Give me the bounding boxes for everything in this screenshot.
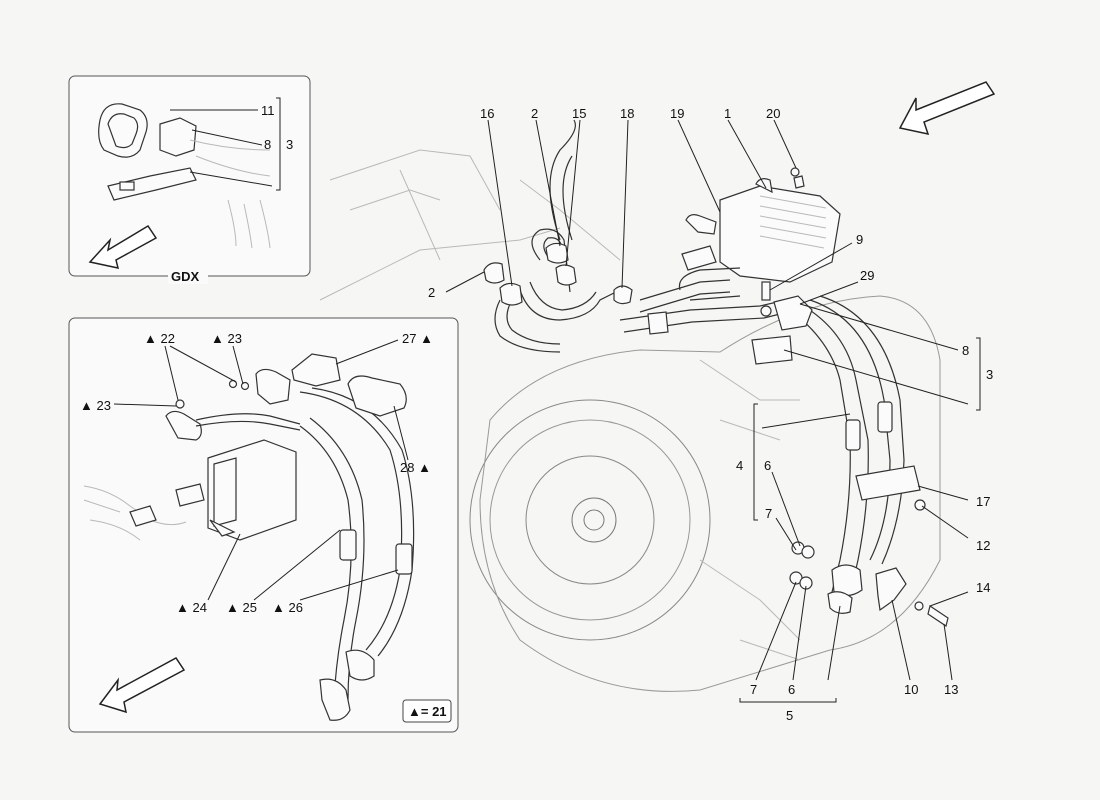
callout-14: 14	[976, 580, 990, 595]
callout-17: 17	[976, 494, 990, 509]
callout-27: 27 ▲	[402, 331, 433, 346]
callout-16: 16	[480, 106, 494, 121]
callout-26: ▲ 26	[272, 600, 303, 615]
gdx-label-bg	[168, 268, 208, 284]
callout-22: ▲ 22	[144, 331, 175, 346]
leader-22b	[169, 345, 237, 383]
callout-24: ▲ 24	[176, 600, 207, 615]
leader-8	[191, 129, 263, 146]
callout-23b: ▲ 23	[80, 398, 111, 413]
direction-arrow-icon	[98, 657, 186, 714]
callout-2b: 2	[428, 285, 435, 300]
leader-26	[299, 569, 399, 601]
callout-3: 3	[286, 137, 293, 152]
inset-title: GDX	[171, 269, 200, 284]
oil-cooler-drawing	[681, 175, 841, 283]
bracket-3	[276, 97, 281, 191]
callout-8m: 8	[962, 343, 969, 358]
leader-lines	[445, 119, 981, 703]
clamp-drawing	[98, 103, 271, 249]
leader-25	[253, 529, 341, 601]
inset-bottom: ▲ 22 ▲ 23 ▲ 23 27 ▲ 28 ▲ ▲ 24 ▲ 25 ▲ 26 …	[68, 317, 459, 733]
callout-19: 19	[670, 106, 684, 121]
callout-3m: 3	[986, 367, 993, 382]
callout-13: 13	[944, 682, 958, 697]
leader-3-base	[189, 171, 273, 187]
legend-text: ▲= 21	[408, 704, 447, 719]
callout-28: 28 ▲	[400, 460, 431, 475]
callout-11: 11	[261, 103, 275, 118]
leader-23b	[113, 403, 177, 407]
callout-7b: 7	[750, 682, 757, 697]
callout-10: 10	[904, 682, 918, 697]
callout-29: 29	[860, 268, 874, 283]
main-assembly: 16 2 15 18 19 1 20 9 2 29 8 3 4 6 7 17 1…	[319, 81, 996, 723]
leader-23a	[232, 345, 244, 385]
callout-9: 9	[856, 232, 863, 247]
callout-18: 18	[620, 106, 634, 121]
cooling-hoses-drawing	[494, 119, 921, 614]
leader-24	[207, 533, 241, 601]
direction-arrow-icon	[88, 224, 158, 269]
callout-4: 4	[736, 458, 743, 473]
callout-23a: ▲ 23	[211, 331, 242, 346]
callout-12: 12	[976, 538, 990, 553]
callout-6a: 6	[764, 458, 771, 473]
callout-5: 5	[786, 708, 793, 723]
callout-7a: 7	[765, 506, 772, 521]
direction-arrow-icon	[898, 81, 996, 136]
callout-1: 1	[724, 106, 731, 121]
leader-22a	[164, 345, 179, 401]
leader-28	[393, 405, 409, 461]
callout-8: 8	[264, 137, 271, 152]
callout-2a: 2	[531, 106, 538, 121]
callout-20: 20	[766, 106, 780, 121]
cooler-assembly-drawing	[83, 353, 415, 721]
callout-25: ▲ 25	[226, 600, 257, 615]
callout-6b: 6	[788, 682, 795, 697]
leader-27	[335, 339, 399, 365]
transmission-drawing	[469, 295, 941, 692]
inset-gdx: 11 8 3 GDX	[68, 75, 311, 284]
small-parts	[483, 167, 949, 627]
callout-15: 15	[572, 106, 586, 121]
legend-box	[402, 699, 452, 723]
